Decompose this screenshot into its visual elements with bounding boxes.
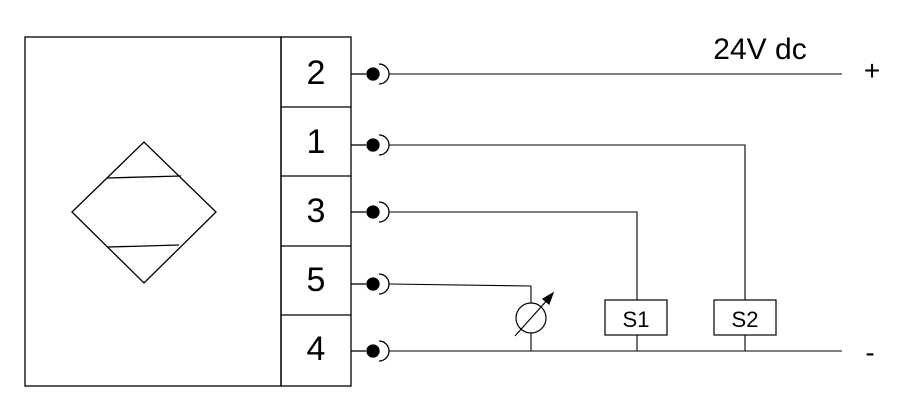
wire-terminal-3 — [389, 211, 638, 300]
switch-s1-label: S1 — [623, 307, 650, 332]
connector-icon — [351, 134, 390, 156]
terminal-label-2: 2 — [307, 54, 326, 92]
switch-s2-label: S2 — [732, 307, 759, 332]
positive-label: + — [864, 55, 880, 86]
terminal-label-1: 1 — [307, 123, 326, 161]
connector-icon — [351, 340, 390, 362]
sensor-symbol-icon — [71, 141, 217, 284]
connector-icon — [351, 201, 390, 223]
switch-s1 — [604, 299, 668, 336]
terminal-label-4: 4 — [307, 330, 326, 368]
sensor-housing — [24, 36, 282, 387]
negative-label: - — [865, 337, 874, 368]
wire-terminal-1 — [389, 144, 746, 300]
terminal-label-3: 3 — [307, 192, 326, 230]
wire-terminal-5 — [388, 283, 532, 303]
connector-icon — [351, 63, 390, 85]
switch-s2 — [713, 299, 777, 336]
supply-voltage-label: 24V dc — [713, 33, 806, 66]
connector-icon — [351, 273, 390, 295]
adjustable-potentiometer-icon — [514, 291, 555, 337]
terminal-label-5: 5 — [307, 261, 326, 299]
